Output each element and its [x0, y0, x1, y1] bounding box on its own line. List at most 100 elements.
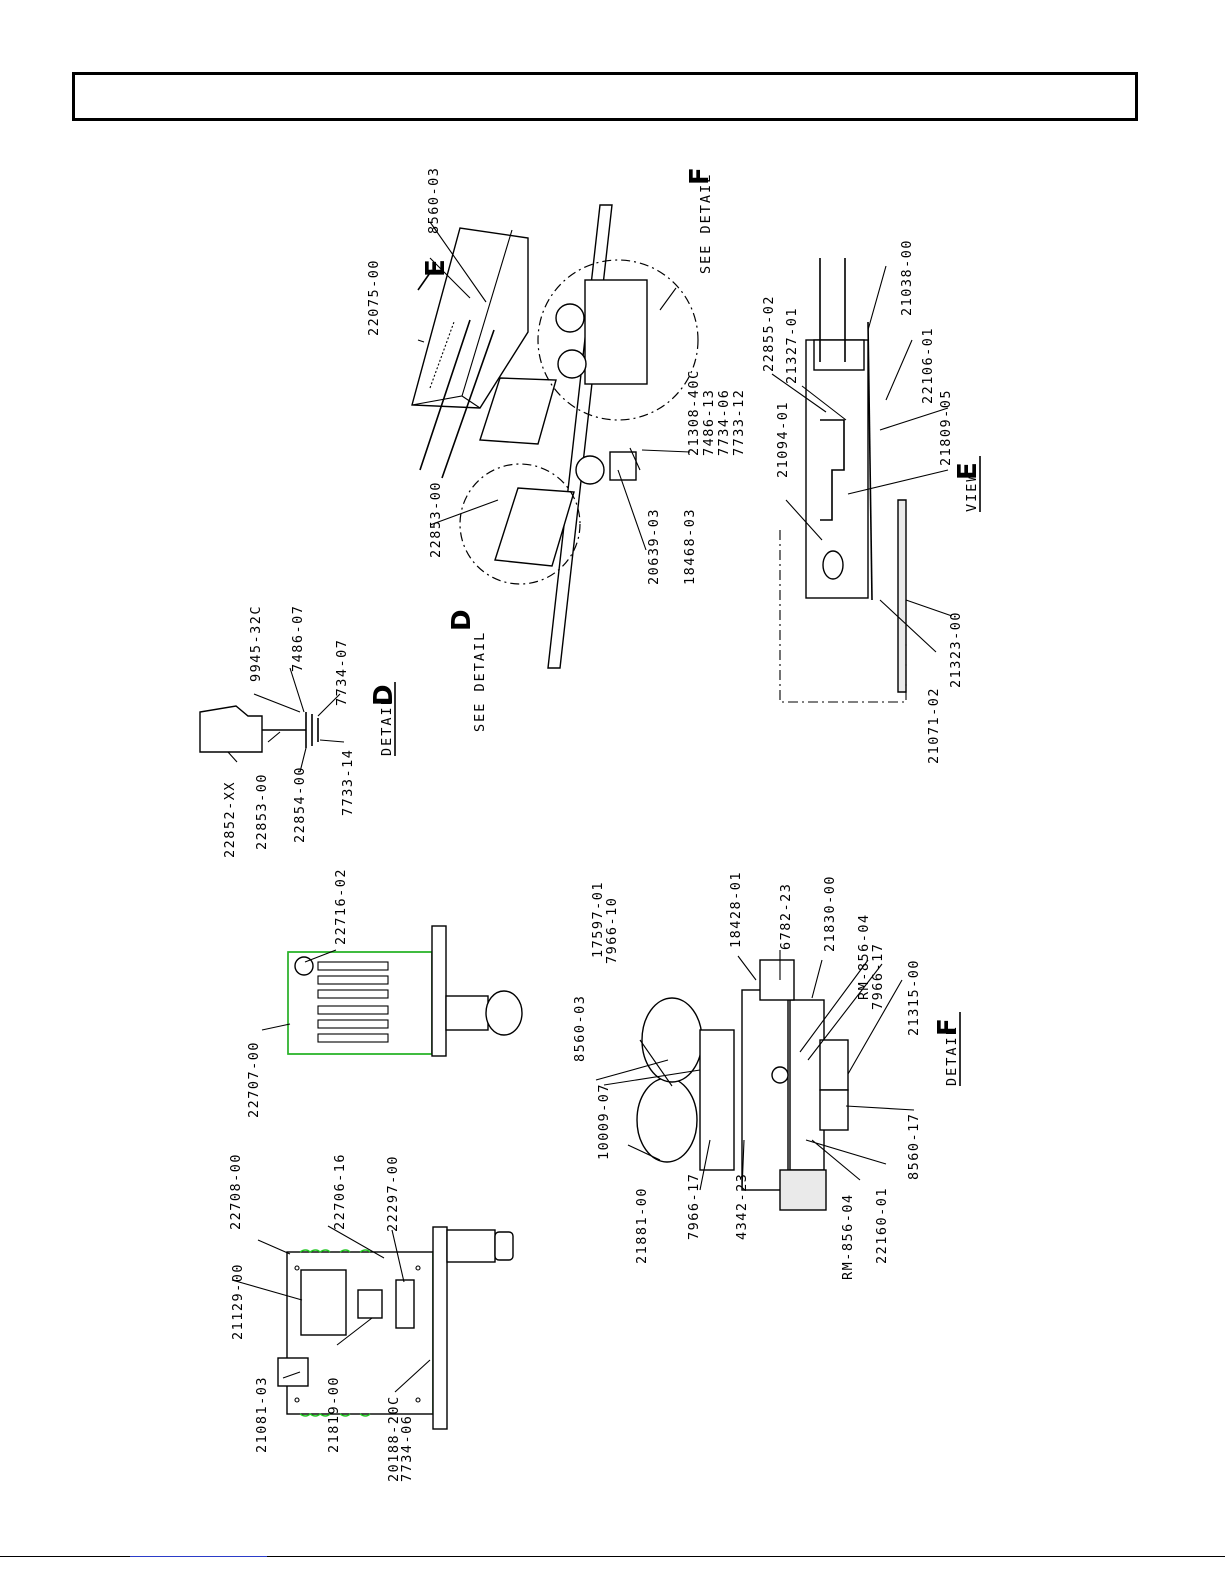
label-22853-00-main: 22853-00 — [428, 481, 444, 558]
label-21315-00: 21315-00 — [906, 959, 922, 1036]
screw-1 — [294, 1265, 300, 1271]
detail-f-caption: DETAIL — [944, 1025, 960, 1086]
label-22716-02: 22716-02 — [333, 868, 349, 945]
label-22075-00: 22075-00 — [366, 259, 382, 336]
valve-block — [584, 279, 648, 385]
caster-left — [277, 1357, 309, 1387]
detail-d-callout-circle — [459, 463, 581, 585]
detail-d-leaders — [227, 667, 345, 773]
label-21308-40C: 21308-40C — [686, 369, 702, 456]
upper-bracket — [479, 377, 557, 445]
label-21323-00: 21323-00 — [948, 611, 964, 688]
label-17597-01: 17597-01 — [590, 881, 606, 958]
front-view: 21129-00 22708-00 22706-16 22297-00 2108… — [228, 1153, 514, 1482]
label-21081-03: 21081-03 — [254, 1376, 270, 1453]
label-20188-20C: 20188-20C — [386, 1395, 402, 1482]
label-21819-00: 21819-00 — [326, 1376, 342, 1453]
label-RM-856-04-a: RM-856-04 — [856, 913, 872, 1000]
detail-f-letter: F — [933, 1018, 963, 1036]
detail-d-letter: D — [369, 684, 399, 706]
label-21038-00: 21038-00 — [899, 239, 915, 316]
label-21071-02: 21071-02 — [926, 687, 942, 764]
label-18468-03: 18468-03 — [682, 508, 698, 585]
label-21809-05: 21809-05 — [938, 389, 954, 466]
view-e-lines — [819, 258, 846, 362]
label-9945-32C: 9945-32C — [248, 605, 264, 682]
label-22160-01: 22160-01 — [874, 1187, 890, 1264]
label-22297-00: 22297-00 — [385, 1155, 401, 1232]
base-block — [779, 1169, 827, 1211]
screw-4 — [415, 1397, 421, 1403]
see-detail-d-text: SEE DETAIL — [472, 631, 488, 732]
gauge-17597-01 — [641, 997, 703, 1083]
gauge-21881-00 — [636, 1077, 698, 1163]
see-detail-d-letter: D — [447, 609, 477, 631]
label-4342-23: 4342-23 — [734, 1173, 750, 1240]
view-e-leaders — [771, 265, 953, 653]
view-e-fitting — [822, 550, 844, 580]
lower-bracket — [494, 487, 575, 567]
label-21881-00: 21881-00 — [634, 1187, 650, 1264]
label-RM-856-04-b: RM-856-04 — [840, 1193, 856, 1280]
side-knob — [294, 956, 314, 976]
footer-rule — [0, 1556, 1225, 1557]
valve-knob — [771, 1066, 789, 1084]
view-e-base — [867, 321, 873, 601]
valve-18428-01 — [759, 959, 795, 1001]
label-10009-07: 10009-07 — [596, 1083, 612, 1160]
front-leaders — [231, 1225, 431, 1393]
side-base-plate — [431, 925, 447, 1057]
caster-right — [446, 1229, 496, 1263]
detail-d-caption: DETAIL — [379, 695, 395, 756]
label-6782-23: 6782-23 — [778, 883, 794, 950]
label-21830-00: 21830-00 — [822, 875, 838, 952]
detail-f-callout-circle — [537, 259, 699, 421]
screw-3 — [415, 1265, 421, 1271]
label-7966-17-b: 7966-17 — [686, 1173, 702, 1240]
manifold-upper — [699, 1029, 735, 1171]
main-assembly: 8560-03 22075-00 22853-00 20639-03 18468… — [366, 167, 747, 732]
detail-d: 22852-XX 22853-00 22854-00 7733-14 9945-… — [199, 605, 399, 858]
label-18428-01: 18428-01 — [728, 871, 744, 948]
see-detail-f-text: SEE DETAIL — [698, 173, 714, 274]
gauge-1 — [555, 303, 585, 333]
label-22707-00: 22707-00 — [246, 1041, 262, 1118]
spring-21323-00 — [897, 499, 907, 693]
view-e-marker: E — [421, 259, 451, 277]
side-view: 22707-00 22716-02 — [246, 868, 523, 1118]
gauge-2 — [557, 349, 587, 379]
label-7966-10: 7966-10 — [604, 897, 620, 964]
caster-wheel-right — [494, 1231, 514, 1261]
view-e-dash-frame — [779, 530, 907, 703]
base-plate — [432, 1226, 448, 1430]
small-panel — [357, 1289, 383, 1319]
detail-d-fastener — [262, 712, 319, 748]
cover-box-edges — [411, 229, 513, 409]
label-22106-01: 22106-01 — [920, 327, 936, 404]
label-21327-01: 21327-01 — [784, 307, 800, 384]
label-8560-17: 8560-17 — [906, 1113, 922, 1180]
display-panel — [300, 1269, 347, 1336]
view-e-hose — [820, 419, 845, 521]
label-7734-06-main: 7734-06 — [716, 389, 732, 456]
side-caster-wheel — [485, 990, 523, 1036]
main-base-plate — [547, 204, 613, 669]
label-8560-03: 8560-03 — [426, 167, 442, 234]
detail-f-leaders — [595, 950, 915, 1191]
see-detail-f-letter: F — [685, 167, 715, 185]
label-22852-XX: 22852-XX — [222, 781, 238, 858]
label-7733-14: 7733-14 — [340, 749, 356, 816]
label-plate — [395, 1279, 415, 1329]
manifold-main — [741, 989, 789, 1191]
manifold-lower — [789, 999, 825, 1171]
rail-rods — [419, 319, 495, 479]
label-7966-17-a: 7966-17 — [870, 943, 886, 1010]
view-e-caption: VIEW — [964, 471, 980, 512]
label-7486-13: 7486-13 — [701, 389, 717, 456]
side-leaders — [261, 949, 337, 1031]
label-7734-06: 7734-06 — [399, 1415, 415, 1482]
label-22708-00: 22708-00 — [228, 1153, 244, 1230]
view-e-arrow — [417, 269, 433, 291]
view-e: 21094-01 22855-02 21327-01 21038-00 2210… — [761, 239, 983, 764]
